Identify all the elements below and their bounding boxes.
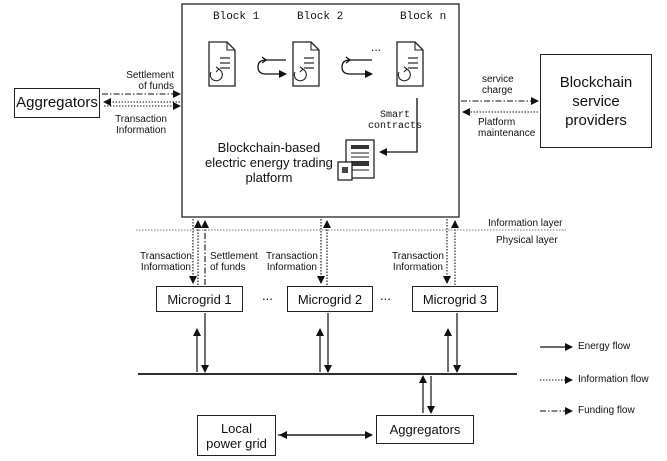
transaction-left-label: Transaction Information (115, 114, 167, 136)
microgrid-1-box: Microgrid 1 (156, 286, 243, 312)
block-1-document-icon (208, 41, 236, 87)
aggregators-top-box: Aggregators (14, 88, 100, 118)
block-to-contract-arrow (379, 98, 418, 156)
legend-energy-label: Energy flow (578, 341, 631, 352)
chain-link-2-n (341, 56, 373, 78)
service-providers-box: Blockchain service providers (540, 54, 652, 148)
settlement-left-label: Settlement of funds (126, 70, 174, 92)
microgrid-2-label: Microgrid 2 (297, 291, 363, 307)
chain-link-1-2 (257, 56, 287, 78)
block-ellipsis: ... (371, 40, 382, 54)
legend-funding-label: Funding flow (578, 405, 635, 416)
aggregators-bottom-label: Aggregators (389, 422, 461, 437)
local-power-grid-label: Local power grid (206, 420, 267, 451)
block-1-label: Block 1 (213, 11, 260, 23)
microgrid-ellipsis-1: ... (262, 288, 273, 303)
smart-contracts-label: Smart contracts (368, 110, 423, 132)
block-n-label: Block n (400, 11, 447, 23)
platform-maintenance-label: Platform maintenance (478, 117, 536, 139)
aggregators-top-label: Aggregators (16, 94, 98, 111)
physical-layer-label: Physical layer (496, 235, 558, 246)
information-layer-label: Information layer (488, 218, 563, 229)
block-2-document-icon (292, 41, 320, 87)
block-2-label: Block 2 (297, 11, 344, 23)
microgrid-3-box: Microgrid 3 (412, 286, 498, 312)
smart-contract-icon (337, 139, 375, 181)
microgrid-3-label: Microgrid 3 (422, 291, 488, 307)
microgrid-ellipsis-2: ... (380, 288, 391, 303)
local-power-grid-box: Local power grid (197, 415, 276, 456)
platform-box (181, 3, 460, 218)
service-providers-label: Blockchain service providers (559, 73, 633, 129)
mg2-transaction-label: Transaction Information (266, 251, 318, 273)
aggregators-bottom-box: Aggregators (376, 415, 474, 444)
platform-title: Blockchain-based electric energy trading… (205, 140, 333, 185)
mg3-transaction-label: Transaction Information (392, 251, 444, 273)
microgrid-2-box: Microgrid 2 (287, 286, 373, 312)
service-charge-label: service charge (482, 74, 514, 96)
block-n-document-icon (396, 41, 424, 87)
microgrid-1-label: Microgrid 1 (167, 291, 232, 307)
mg1-settlement-label: Settlement of funds (210, 251, 258, 273)
legend-information-label: Information flow (578, 374, 649, 385)
mg1-transaction-label: Transaction Information (140, 251, 192, 273)
